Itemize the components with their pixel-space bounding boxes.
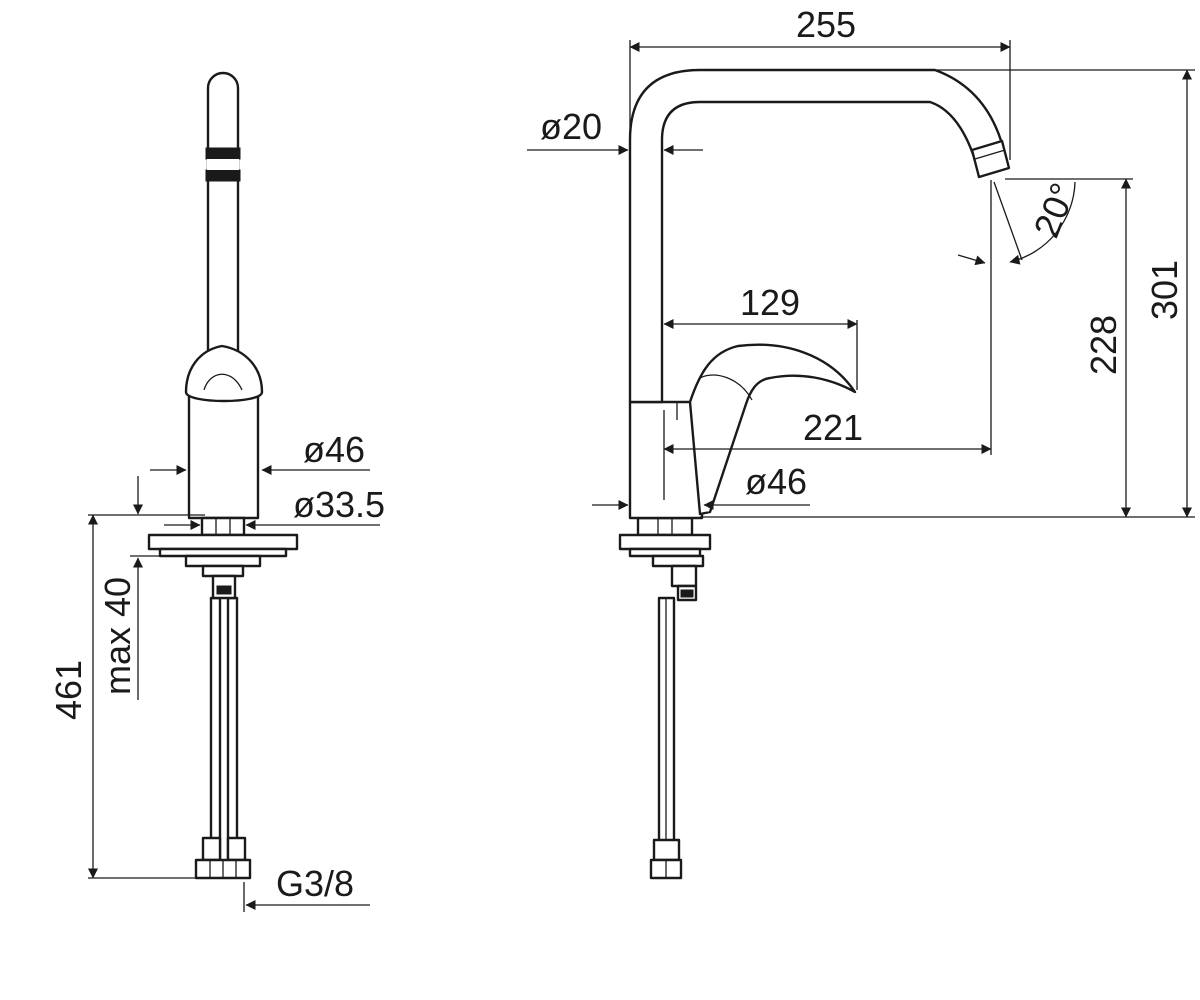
- label-front-reach: 255: [796, 4, 856, 45]
- label-side-total-length: 461: [48, 660, 89, 720]
- supply-hoses: [194, 596, 252, 880]
- label-side-thread: G3/8: [276, 863, 354, 904]
- front-spout: [628, 68, 1011, 420]
- side-mounting: [147, 516, 299, 600]
- front-mounting: [618, 516, 712, 602]
- side-view: ø46 ø33.5 max 40 461 G3/8: [48, 71, 385, 912]
- label-front-diameter-base: ø46: [745, 461, 807, 502]
- label-front-total-height: 301: [1144, 260, 1185, 320]
- label-front-outlet-height: 228: [1083, 315, 1124, 375]
- front-dimensions: [527, 40, 1195, 518]
- label-side-max-thickness: max 40: [97, 577, 138, 695]
- label-front-handle-reach: 129: [740, 282, 800, 323]
- front-handle: [688, 343, 857, 516]
- side-body: [184, 344, 264, 520]
- side-dimensions: [88, 465, 380, 912]
- front-supply-hose: [649, 596, 683, 880]
- side-spout: [205, 71, 241, 357]
- front-view: 255 ø20 129 221 ø46 20° 228 301: [527, 4, 1195, 880]
- label-front-diameter-spout: ø20: [540, 106, 602, 147]
- label-side-diameter-body: ø46: [303, 429, 365, 470]
- label-front-outlet-reach: 221: [803, 407, 863, 448]
- label-side-diameter-shank: ø33.5: [293, 484, 385, 525]
